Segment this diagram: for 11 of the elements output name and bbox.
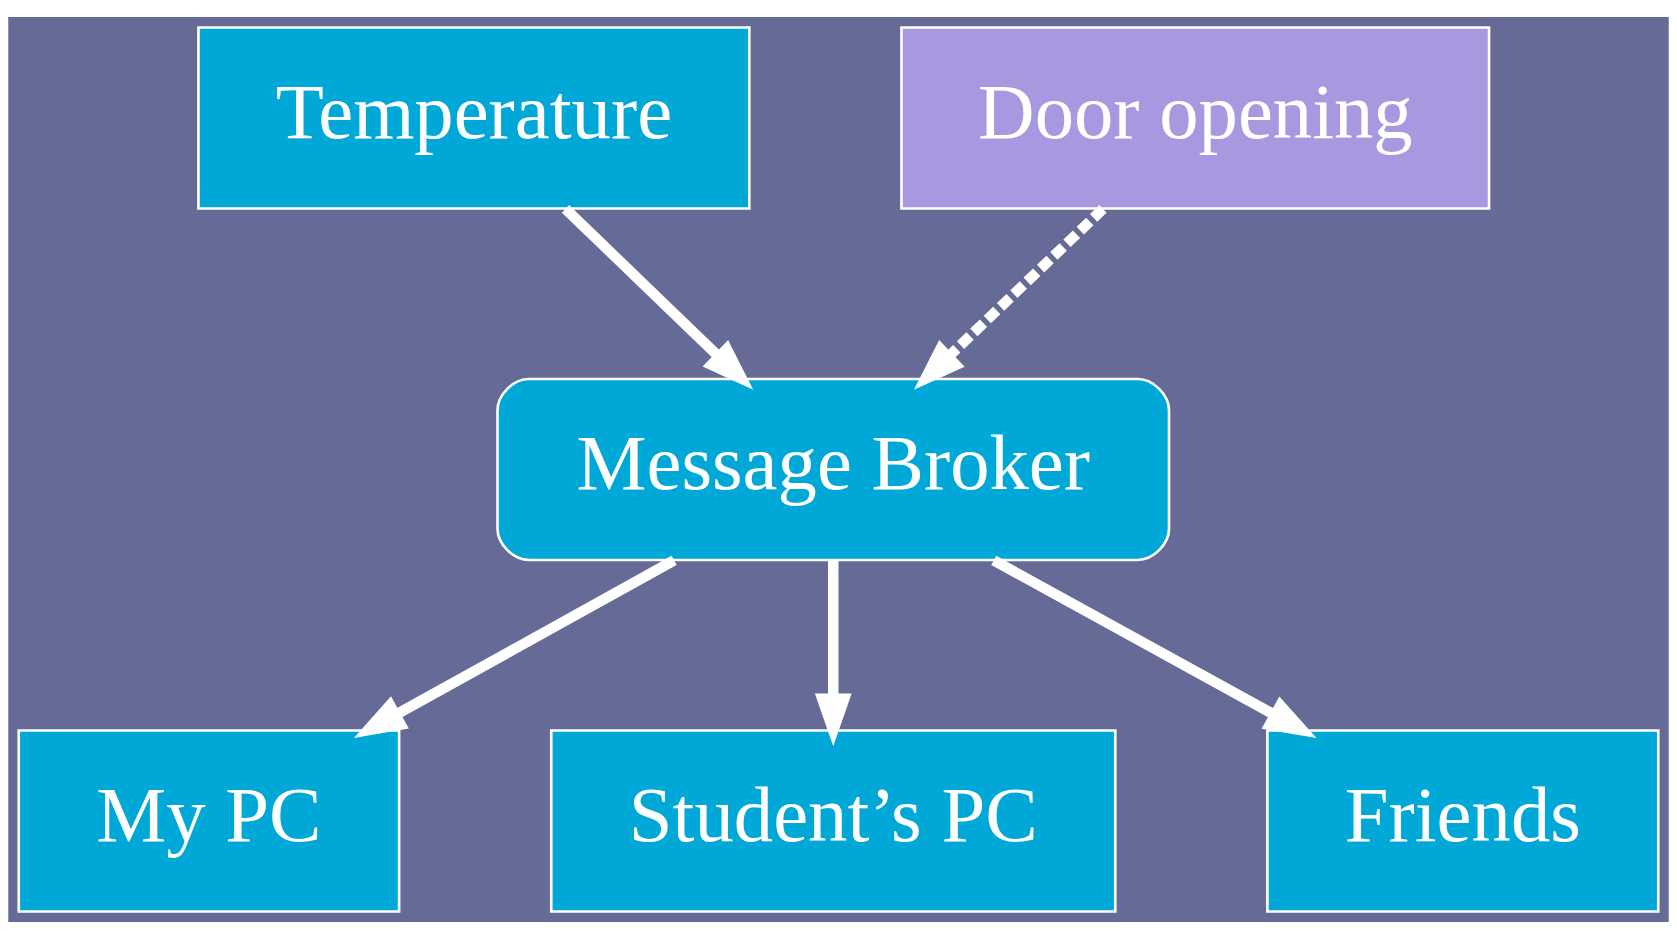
node-box: Message Broker — [496, 377, 1171, 562]
arrow — [561, 205, 754, 390]
arrow — [353, 555, 677, 738]
arrow — [913, 205, 1107, 390]
arrow — [991, 555, 1317, 738]
arrow — [814, 560, 852, 747]
node-box: Student’s PC — [549, 729, 1117, 913]
node-box: Temperature — [197, 26, 751, 210]
node-box: My PC — [17, 729, 401, 913]
node-box: Friends — [1266, 729, 1660, 913]
node-box: Door opening — [900, 26, 1491, 210]
